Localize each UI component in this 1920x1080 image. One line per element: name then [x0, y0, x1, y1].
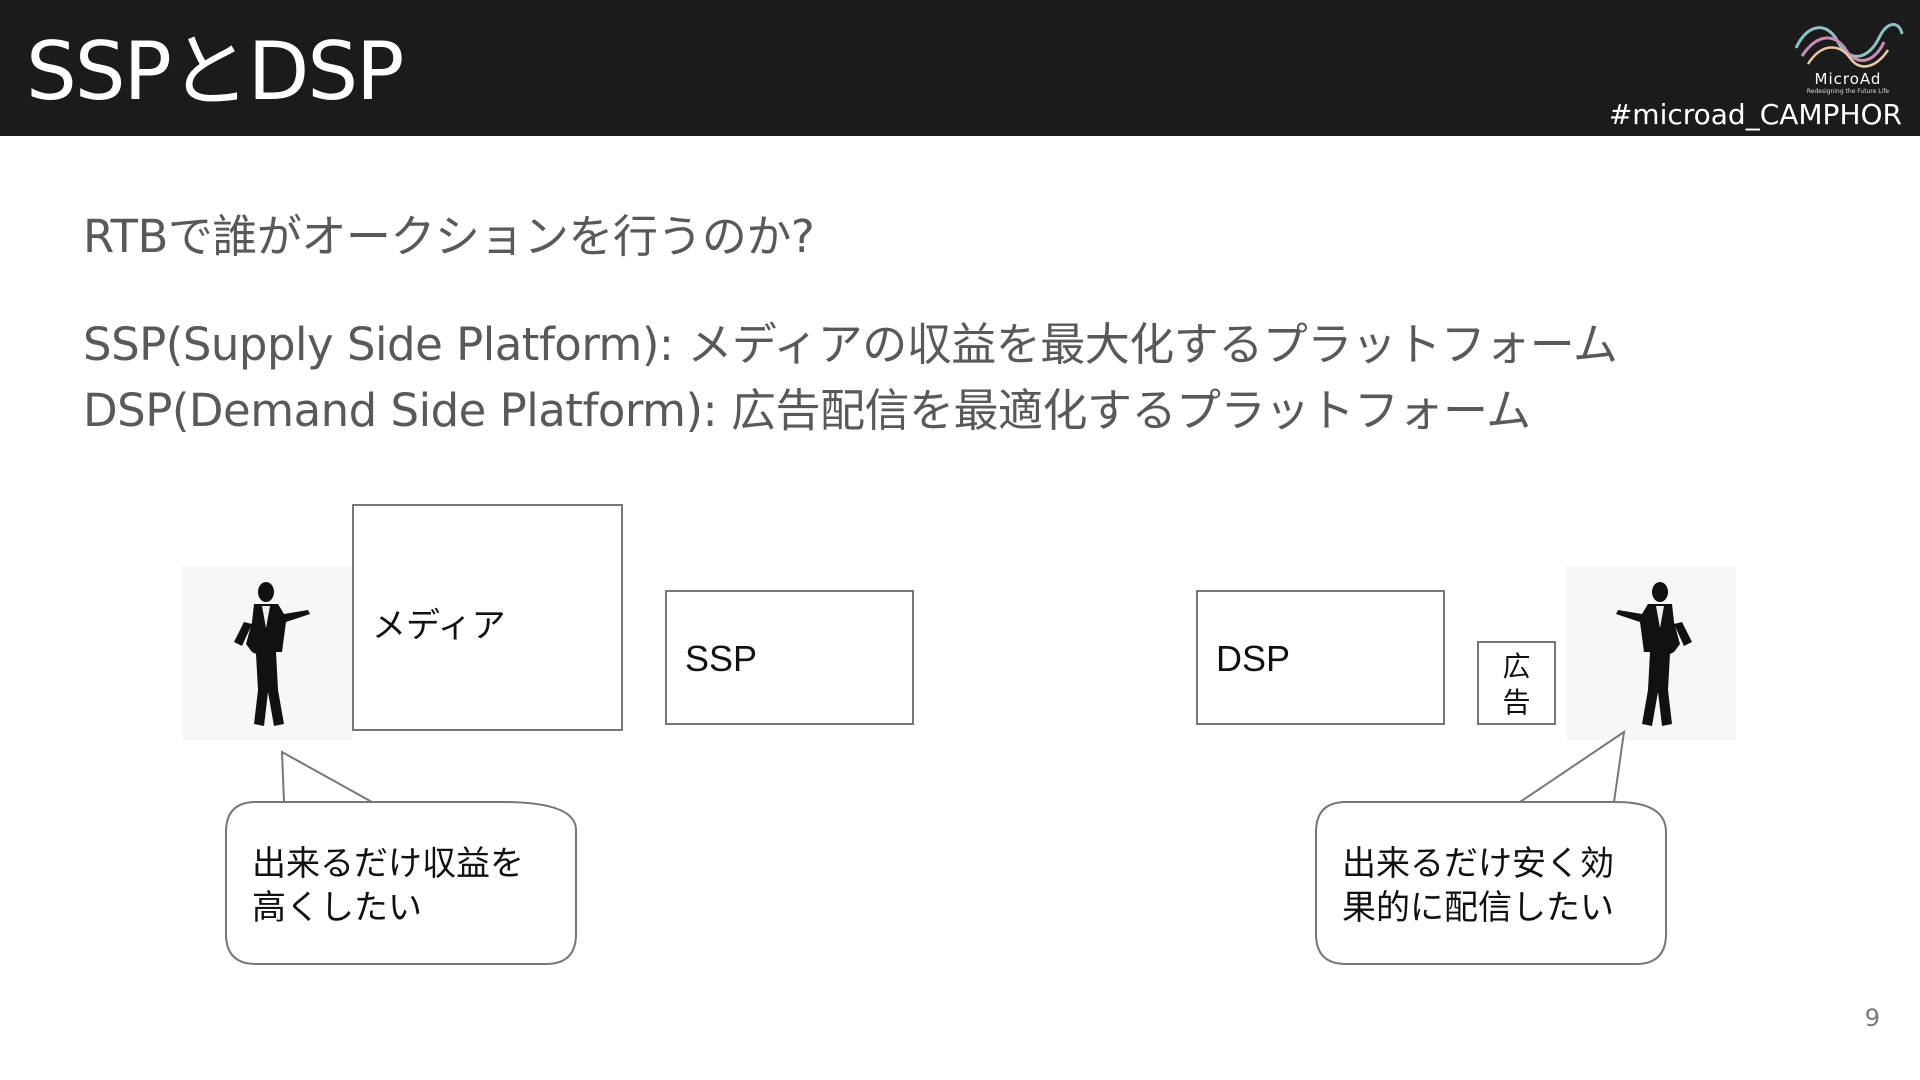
page-number: 9 — [1864, 1004, 1880, 1032]
ssp-label: SSP — [685, 638, 758, 679]
ssp-definition: SSP(Supply Side Platform): メディアの収益を最大化する… — [83, 318, 1618, 371]
left-bubble-line-2: 高くしたい — [252, 888, 422, 928]
dsp-label: DSP — [1216, 638, 1291, 679]
logo-wordmark: MicroAd — [1814, 70, 1882, 88]
question-text: RTBで誰がオークションを行うのか? — [83, 210, 815, 263]
left-bubble-text: 出来るだけ収益を 高くしたい — [252, 842, 524, 930]
ad-label: 広告 — [1502, 650, 1531, 719]
header-bar — [0, 0, 1920, 136]
right-bubble-line-1: 出来るだけ安く効 — [1342, 844, 1614, 884]
ad-box: 広告 — [1477, 641, 1556, 725]
businessman-left-icon — [234, 582, 310, 726]
right-bubble-text: 出来るだけ安く効 果的に配信したい — [1342, 842, 1614, 930]
ssp-box: SSP — [665, 590, 914, 725]
dsp-definition: DSP(Demand Side Platform): 広告配信を最適化するプラッ… — [83, 384, 1531, 437]
left-bubble-line-1: 出来るだけ収益を — [252, 844, 524, 884]
hashtag: #microad_CAMPHOR — [1608, 98, 1902, 131]
speech-bubble-left — [225, 750, 577, 965]
speech-bubble-right — [1315, 729, 1667, 965]
dsp-box: DSP — [1196, 590, 1445, 725]
media-label: メディア — [372, 606, 506, 646]
microad-logo-icon — [1794, 23, 1904, 68]
slide-title: SSPとDSP — [26, 25, 404, 118]
right-bubble-line-2: 果的に配信したい — [1342, 888, 1614, 928]
media-box: メディア — [352, 504, 623, 731]
businessman-right-icon — [1616, 582, 1692, 726]
logo-tagline: Redesigning the Future Life — [1806, 88, 1890, 95]
